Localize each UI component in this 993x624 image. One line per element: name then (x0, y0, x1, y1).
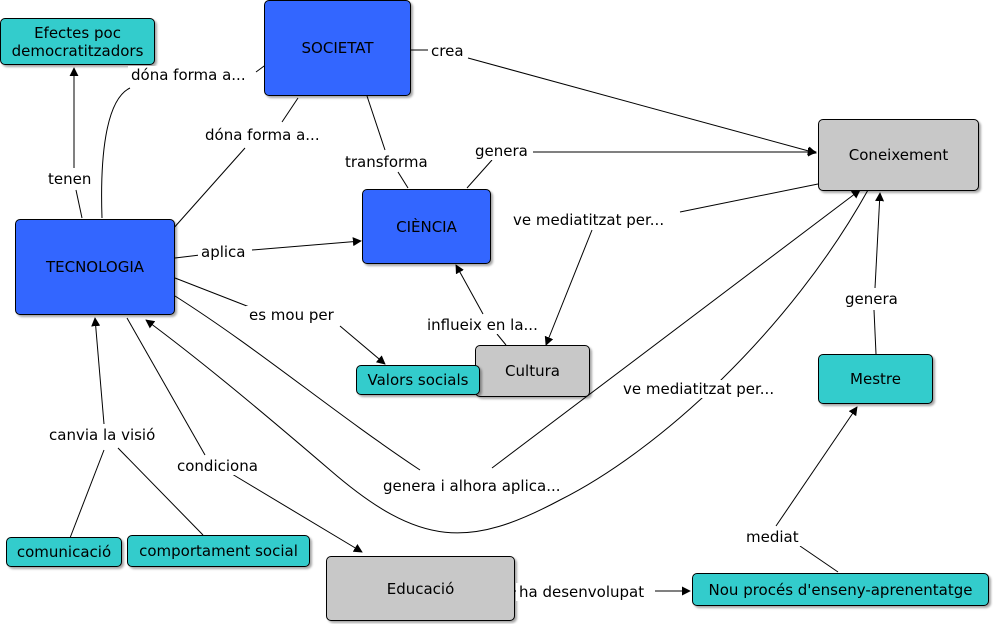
edge-influeix-ciencia (455, 264, 484, 315)
node-mestre[interactable]: Mestre (818, 354, 933, 404)
edge-crea-coneixement (467, 57, 817, 156)
link-es-mou-per: es mou per (246, 306, 337, 324)
edge-mediatitzat-1-cultura (544, 229, 593, 346)
edge-mediat-mestre (775, 406, 858, 527)
node-societat[interactable]: SOCIETAT (264, 0, 411, 96)
link-genera-i-alhora-aplica: genera i alhora aplica... (380, 477, 564, 495)
edge-mestre-genera (873, 309, 877, 355)
link-ha-desenvolupat: ha desenvolupat (516, 583, 648, 601)
link-canvia-la-visio: canvia la visió (46, 426, 159, 444)
link-dona-forma-1: dóna forma a... (128, 66, 249, 84)
node-educacio[interactable]: Educació (326, 556, 515, 621)
edge-genera-2-coneixement (874, 192, 885, 289)
edge-tecnologia-es-mou (174, 277, 253, 309)
link-ve-mediatitzat-1: ve mediatitzat per... (510, 211, 668, 229)
edge-tecnologia-dona-forma-2 (171, 147, 246, 231)
node-cultura[interactable]: Cultura (475, 345, 590, 397)
link-ve-mediatitzat-2: ve mediatitzat per... (620, 380, 778, 398)
edge-tecnologia-aplica (174, 254, 201, 259)
link-tenen: tenen (45, 170, 95, 188)
node-efectes-poc-democratitzadors[interactable]: Efectes poc democratitzadors (0, 18, 155, 65)
node-comunicacio[interactable]: comunicació (6, 537, 122, 567)
edge-nou-proces-mediat (799, 545, 839, 573)
link-genera-2: genera (842, 290, 901, 308)
edge-societat-transforma (366, 95, 386, 151)
edge-tecnologia-genera-aplica (174, 295, 421, 471)
link-condiciona: condiciona (174, 457, 261, 475)
edge-cultura-influeix (496, 333, 507, 346)
edge-ciencia-genera (466, 159, 493, 189)
edge-condiciona-educacio (231, 473, 363, 553)
link-influeix: influeix en la... (424, 316, 541, 334)
edge-es-mou-valors (339, 325, 386, 365)
edge-genera-aplica-coneixement (491, 189, 861, 469)
link-crea: crea (428, 42, 467, 60)
node-comportament-social[interactable]: comportament social (127, 535, 310, 567)
edge-comunicacio-canvia (69, 449, 105, 539)
edge-coneixement-mediatitzat-1 (679, 183, 819, 213)
link-genera-1: genera (472, 142, 531, 160)
edge-canvia-tecnologia (91, 317, 105, 425)
edge-transforma-ciencia (397, 171, 409, 189)
edge-tecnologia-condiciona (126, 317, 206, 456)
edge-genera-aplica-tecnologia (145, 189, 869, 534)
edge-tecnologia-tenen (75, 189, 83, 219)
link-mediat: mediat (743, 528, 802, 546)
link-aplica: aplica (198, 243, 249, 261)
edge-dona-forma-2-societat (281, 97, 299, 123)
node-ciencia[interactable]: CIÈNCIA (362, 189, 491, 264)
edge-aplica-ciencia (251, 237, 362, 251)
edge-comportament-canvia (117, 447, 204, 536)
node-coneixement[interactable]: Coneixement (818, 119, 979, 191)
edge-tecnologia-dona-forma-1 (101, 87, 131, 219)
node-tecnologia[interactable]: TECNOLOGIA (15, 219, 175, 315)
link-transforma: transforma (342, 153, 431, 171)
link-dona-forma-2: dóna forma a... (202, 126, 323, 144)
node-nou-proces[interactable]: Nou procés d'enseny-aprenentatge (692, 573, 989, 606)
node-valors-socials[interactable]: Valors socials (356, 365, 480, 395)
